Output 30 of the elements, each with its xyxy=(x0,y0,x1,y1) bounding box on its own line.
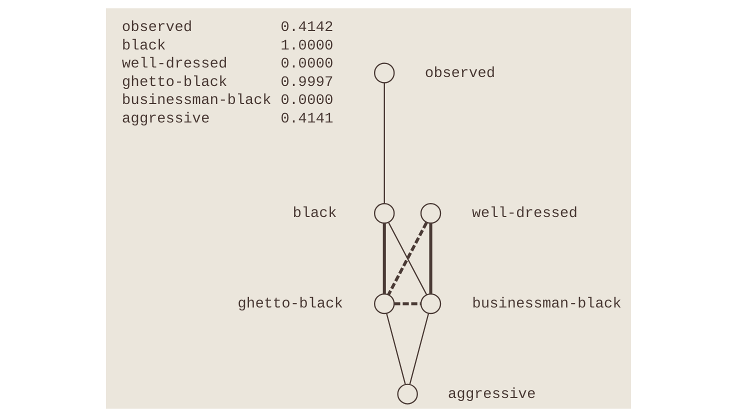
label: 0.4142 xyxy=(280,20,333,36)
node-label: black xyxy=(292,206,336,222)
label: 0.0000 xyxy=(280,93,333,110)
connector xyxy=(382,223,386,294)
connector xyxy=(394,302,420,306)
connector xyxy=(408,313,429,384)
node-circle xyxy=(420,293,441,314)
node-label: well-dressed xyxy=(472,206,577,222)
node-label: observed xyxy=(424,66,495,82)
node-label: businessman-black xyxy=(472,296,621,313)
node-label: aggressive xyxy=(447,386,536,403)
node-circle xyxy=(374,203,394,224)
node-circle xyxy=(396,384,418,404)
label: aggressive xyxy=(121,112,210,128)
node-label: ghetto-black xyxy=(237,296,343,313)
node-circle xyxy=(374,293,394,314)
label: businessman-black xyxy=(121,93,271,110)
label: 0.9997 xyxy=(280,74,333,91)
connector xyxy=(386,313,406,384)
label: observed xyxy=(121,20,192,36)
node-circle xyxy=(374,62,394,84)
connector xyxy=(383,82,384,204)
label: ghetto-black xyxy=(121,74,227,91)
label: well-dressed xyxy=(121,56,227,73)
label: 0.0000 xyxy=(280,56,333,73)
connector xyxy=(428,223,432,294)
node-circle xyxy=(420,203,441,224)
label: black xyxy=(121,38,166,54)
label: 1.0000 xyxy=(280,38,333,54)
label: 0.4141 xyxy=(280,112,333,128)
